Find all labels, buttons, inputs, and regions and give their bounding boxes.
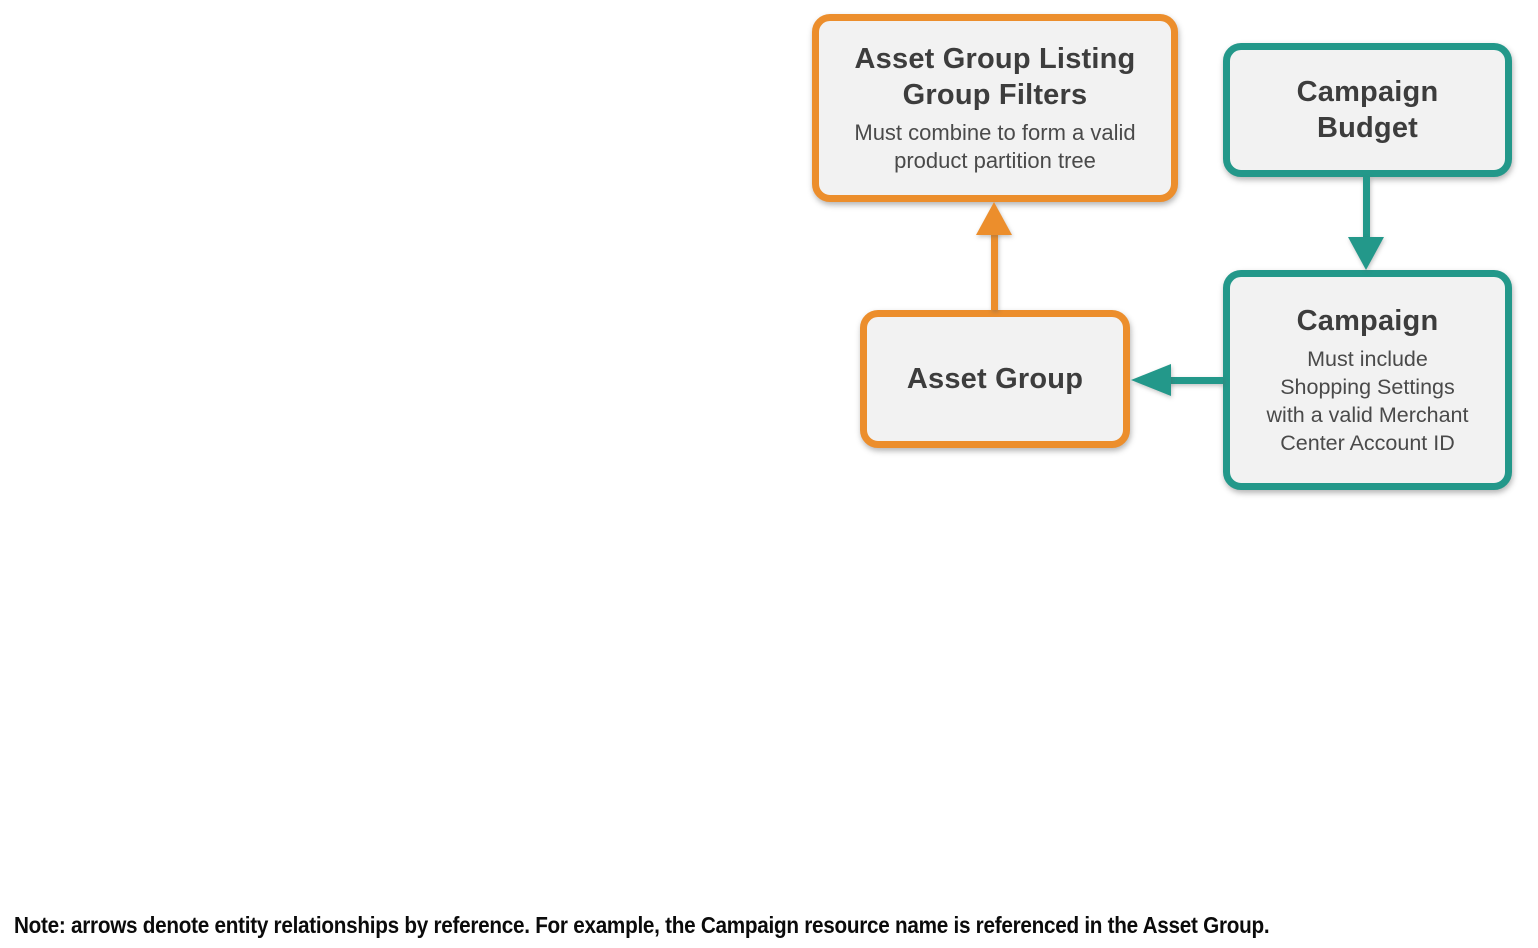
node-asset-group-listing-group-filters: Asset Group Listing Group Filters Must c… (812, 14, 1178, 202)
arrow-head-down-icon (1348, 237, 1384, 270)
node-title: Asset Group (906, 363, 1084, 395)
node-campaign-budget: Campaign Budget (1223, 43, 1512, 177)
arrow-shaft (1363, 177, 1370, 239)
node-title: Campaign Budget (1296, 76, 1439, 144)
node-campaign: Campaign Must include Shopping Settings … (1223, 270, 1512, 490)
node-title: Asset Group Listing Group Filters (854, 43, 1136, 111)
node-asset-group: Asset Group (860, 310, 1130, 448)
arrow-shaft (991, 230, 998, 310)
node-subtitle: Must include Shopping Settings with a va… (1266, 347, 1469, 455)
arrow-shaft (1168, 377, 1223, 384)
arrow-head-up-icon (976, 202, 1012, 235)
node-subtitle: Must combine to form a valid product par… (854, 120, 1136, 173)
node-title: Campaign (1296, 305, 1439, 337)
arrow-head-left-icon (1131, 364, 1171, 396)
footnote: Note: arrows denote entity relationships… (14, 912, 1270, 938)
